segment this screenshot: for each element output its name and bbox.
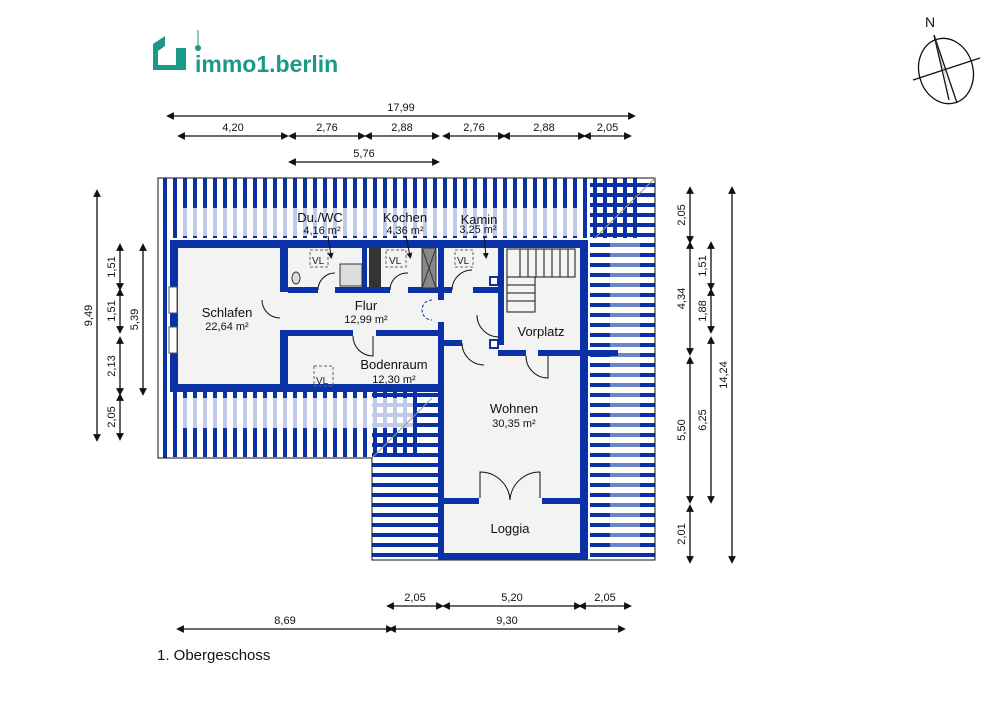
- staircase-icon: [506, 248, 576, 313]
- room-name-kochen: Kochen: [383, 210, 427, 225]
- dimension-label: 2,88: [391, 122, 412, 134]
- dimension-label: 2,05: [676, 204, 688, 225]
- dimension-label: 2,88: [533, 122, 554, 134]
- vl-label: VL: [312, 256, 325, 267]
- vl-label: VL: [457, 256, 470, 267]
- dimension-label: 2,05: [594, 592, 615, 604]
- dimension-label: 4,20: [222, 122, 243, 134]
- dimension-label: 2,05: [597, 122, 618, 134]
- dimension-label: 2,76: [463, 122, 484, 134]
- shower-icon: [339, 263, 363, 287]
- toilet-icon: [291, 271, 301, 285]
- room-name-du-wc: Du./WC: [297, 210, 343, 225]
- room-area-du-wc: 4,16 m²: [303, 225, 341, 237]
- room-name-wohnen: Wohnen: [490, 401, 538, 416]
- stove-icon: [369, 248, 381, 288]
- walls: [170, 240, 618, 560]
- dimension-label: 5,76: [353, 148, 374, 160]
- compass-north-label: N: [925, 14, 935, 30]
- column-icon: [489, 276, 499, 286]
- dimension-label: 9,49: [83, 305, 95, 326]
- room-labels: Du./WC 4,16 m² Kochen 4,36 m² Kamin 3,25…: [202, 210, 565, 536]
- dimension-label: 4,34: [676, 288, 688, 309]
- dimension-label: 2,76: [316, 122, 337, 134]
- room-area-flur: 12,99 m²: [344, 314, 388, 326]
- column-icon: [489, 339, 499, 349]
- room-area-schlafen: 22,64 m²: [205, 321, 249, 333]
- dimension-label: 6,25: [697, 409, 709, 430]
- vl-markers: VL VL VL VL: [309, 235, 489, 387]
- roof-slope-hatching: [157, 177, 656, 561]
- vl-label: VL: [316, 376, 329, 387]
- dimension-label: 1,51: [106, 300, 118, 321]
- dimension-label: 5,50: [676, 419, 688, 440]
- dimension-label: 2,05: [404, 592, 425, 604]
- room-area-kochen: 4,36 m²: [386, 225, 424, 237]
- logo: immo1.berlin: [153, 30, 338, 77]
- dimension-label: 5,20: [501, 592, 522, 604]
- room-name-kamin: Kamin: [461, 212, 498, 227]
- dimension-label: 2,05: [106, 406, 118, 427]
- compass-icon: N: [912, 14, 981, 105]
- room-area-wohnen: 30,35 m²: [492, 418, 536, 430]
- room-name-loggia: Loggia: [490, 521, 530, 536]
- room-name-bodenraum: Bodenraum: [360, 357, 427, 372]
- dimension-label: 2,01: [676, 523, 688, 544]
- dimension-label: 1,88: [697, 300, 709, 321]
- dimension-label: 2,13: [106, 355, 118, 376]
- room-name-vorplatz: Vorplatz: [518, 324, 565, 339]
- floor-label: 1. Obergeschoss: [157, 647, 271, 664]
- dimension-label: 1,51: [697, 255, 709, 276]
- dimension-label: 17,99: [387, 102, 415, 114]
- doors: [261, 269, 549, 501]
- room-name-flur: Flur: [355, 298, 378, 313]
- room-area-bodenraum: 12,30 m²: [372, 374, 416, 386]
- dimension-label: 8,69: [274, 615, 295, 627]
- dimension-label: 1,51: [106, 256, 118, 277]
- room-name-schlafen: Schlafen: [202, 305, 253, 320]
- fixtures: [291, 247, 576, 349]
- room-area-kamin: 3,25 m²: [459, 224, 497, 236]
- dimension-label: 9,30: [496, 615, 517, 627]
- dimension-label: 14,24: [718, 361, 730, 389]
- logo-text: immo1.berlin: [195, 51, 338, 77]
- vl-label: VL: [389, 256, 402, 267]
- dimension-lines: 17,99 4,20 2,76 2,88 2,76 2,88 2,05 5,76 9,49 1,5…: [83, 102, 736, 633]
- dimension-label: 5,39: [129, 309, 141, 330]
- windows: [168, 286, 178, 354]
